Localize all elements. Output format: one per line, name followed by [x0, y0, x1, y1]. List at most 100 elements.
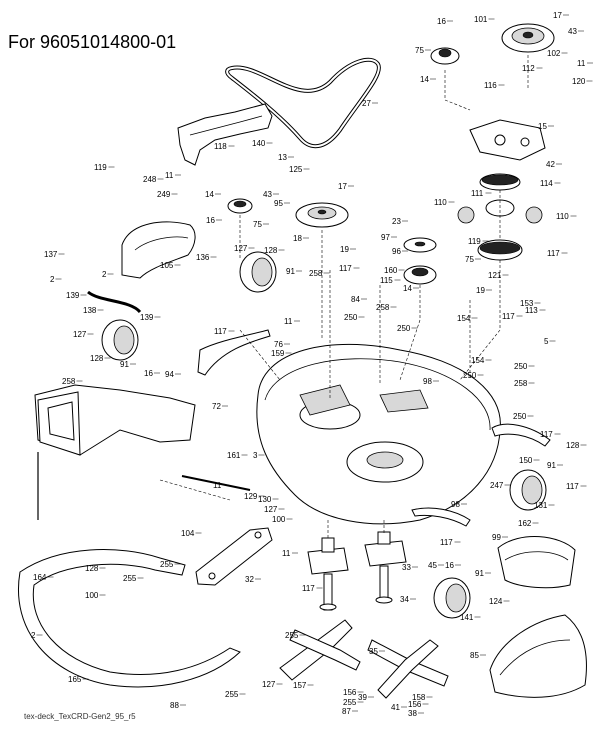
callout-255: 255: [285, 631, 299, 640]
callout-164: 164: [33, 573, 47, 582]
wheel-128-bottom: [433, 577, 471, 619]
callout-91: 91: [286, 267, 295, 276]
callout-127: 127: [262, 680, 276, 689]
callout-98: 98: [451, 500, 460, 509]
callout-11: 11: [165, 171, 174, 180]
callout-75: 75: [465, 255, 474, 264]
callout-113: 113: [525, 306, 538, 315]
callout-100: 100: [272, 515, 286, 524]
callout-118: 118: [214, 142, 227, 151]
figure-footer: tex-deck_TexCRD-Gen2_95_r5: [24, 712, 136, 721]
spindle-45: [364, 531, 407, 604]
callout-75: 75: [253, 220, 262, 229]
callout-14: 14: [420, 75, 429, 84]
callout-117: 117: [540, 430, 553, 439]
callout-117: 117: [339, 264, 352, 273]
callout-117: 117: [302, 584, 315, 593]
callout-11: 11: [284, 317, 293, 326]
callout-157: 157: [293, 681, 307, 690]
callout-250: 250: [463, 371, 477, 380]
callout-16: 16: [206, 216, 215, 225]
callout-158: 158: [412, 693, 426, 702]
pulley-43-center: [295, 202, 349, 228]
callout-141: 141: [460, 613, 474, 622]
callout-127: 127: [73, 330, 87, 339]
callout-128: 128: [90, 354, 104, 363]
callout-11: 11: [213, 481, 222, 490]
callout-255: 255: [225, 690, 239, 699]
callout-2: 2: [31, 631, 36, 640]
callout-17: 17: [338, 182, 347, 191]
callout-258: 258: [376, 303, 390, 312]
callout-250: 250: [514, 362, 528, 371]
callout-115: 115: [380, 276, 393, 285]
callout-94: 94: [165, 370, 174, 379]
callout-18: 18: [293, 234, 302, 243]
callout-154: 154: [457, 314, 471, 323]
callout-91: 91: [120, 360, 129, 369]
callout-117: 117: [502, 312, 515, 321]
callout-128: 128: [566, 441, 580, 450]
callout-104: 104: [181, 529, 195, 538]
callout-11: 11: [282, 549, 291, 558]
callout-41: 41: [391, 703, 400, 712]
callout-91: 91: [547, 461, 556, 470]
callout-161: 161: [227, 451, 241, 460]
callout-248: 248: [143, 175, 157, 184]
bracket-99: [195, 527, 273, 586]
callout-255: 255: [160, 560, 174, 569]
callout-250: 250: [513, 412, 527, 421]
callout-117: 117: [440, 538, 453, 547]
callout-101: 101: [474, 15, 488, 24]
bracket-159: [197, 329, 271, 376]
callout-138: 138: [83, 306, 97, 315]
wheel-128-right: [509, 469, 547, 511]
callout-95: 95: [274, 199, 283, 208]
blade-157: [279, 619, 361, 681]
callout-131: 131: [534, 501, 548, 510]
callout-119: 119: [94, 163, 107, 172]
callout-124: 124: [489, 597, 503, 606]
callout-17: 17: [553, 11, 562, 20]
callout-97: 97: [381, 233, 390, 242]
mower-deck: [256, 343, 501, 525]
callout-33: 33: [402, 563, 411, 572]
callout-3: 3: [253, 451, 258, 460]
callout-117: 117: [547, 249, 560, 258]
callout-15: 15: [538, 122, 547, 131]
spindle-33: [307, 537, 349, 611]
callout-255: 255: [123, 574, 137, 583]
gears-110: [457, 206, 543, 224]
callout-125: 125: [289, 165, 303, 174]
callout-43: 43: [263, 190, 272, 199]
callout-100: 100: [85, 591, 99, 600]
pulley-97: [403, 237, 437, 253]
pulley-43-top: [501, 23, 555, 53]
callout-72: 72: [212, 402, 221, 411]
callout-120: 120: [572, 77, 586, 86]
callout-32: 32: [245, 575, 254, 584]
callout-112: 112: [522, 64, 535, 73]
callout-14: 14: [205, 190, 214, 199]
callout-136: 136: [196, 253, 210, 262]
callout-121: 121: [488, 271, 502, 280]
callout-87: 87: [342, 707, 351, 716]
callout-2: 2: [102, 270, 107, 279]
callout-153: 153: [520, 299, 534, 308]
dashed-assembly-lines: [159, 55, 529, 540]
bracket-161: [491, 423, 551, 447]
callout-150: 150: [519, 456, 533, 465]
wheel-128-left-top: [239, 251, 277, 293]
callout-156: 156: [343, 688, 357, 697]
callout-38: 38: [408, 709, 417, 718]
callout-114: 114: [540, 179, 553, 188]
callout-23: 23: [392, 217, 401, 226]
callout-85: 85: [470, 651, 479, 660]
callout-258: 258: [514, 379, 528, 388]
pulley-75-mid: [403, 265, 437, 285]
callout-117: 117: [566, 482, 579, 491]
callout-14: 14: [403, 284, 412, 293]
callout-13: 13: [278, 153, 287, 162]
callout-119: 119: [468, 237, 481, 246]
